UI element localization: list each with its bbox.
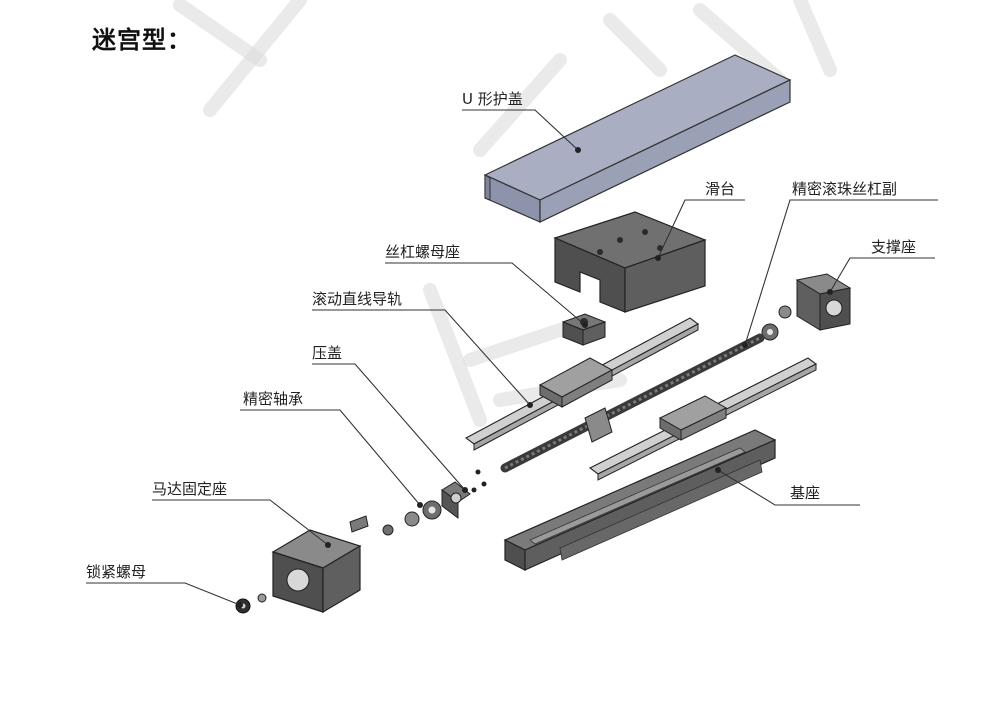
- slide-table-part: [553, 211, 707, 313]
- support-bearing-part: [761, 305, 792, 341]
- label-lock-nut: 锁紧螺母: [86, 563, 147, 581]
- motor-seat-part: [271, 515, 369, 614]
- base-part: [503, 429, 777, 571]
- label-motor-seat: 马达固定座: [152, 480, 228, 498]
- leader-lines: [86, 109, 938, 608]
- label-linear-guide: 滚动直线导轨: [312, 290, 403, 308]
- u-cover-part: [483, 54, 792, 223]
- page-title: 迷宫型：: [92, 26, 192, 54]
- label-nut-seat: 丝杠螺母座: [385, 243, 461, 261]
- label-press-cover: 压盖: [312, 344, 343, 362]
- label-slide-table: 滑台: [705, 180, 736, 198]
- ball-screw-part: [500, 333, 765, 473]
- label-ball-screw: 精密滚珠丝杠副: [792, 180, 898, 198]
- label-base: 基座: [790, 484, 821, 502]
- nut-seat-part: [561, 313, 607, 346]
- label-bearing: 精密轴承: [243, 390, 304, 408]
- label-u-cover: U 形护盖: [462, 90, 523, 108]
- linear-guide-rail-2: [588, 357, 818, 481]
- label-support-seat: 支撑座: [871, 238, 917, 256]
- linear-guide-rail-1: [464, 317, 700, 451]
- support-seat-part: [795, 273, 852, 331]
- precision-bearing-part: [382, 500, 442, 536]
- press-cover-part: [441, 469, 487, 519]
